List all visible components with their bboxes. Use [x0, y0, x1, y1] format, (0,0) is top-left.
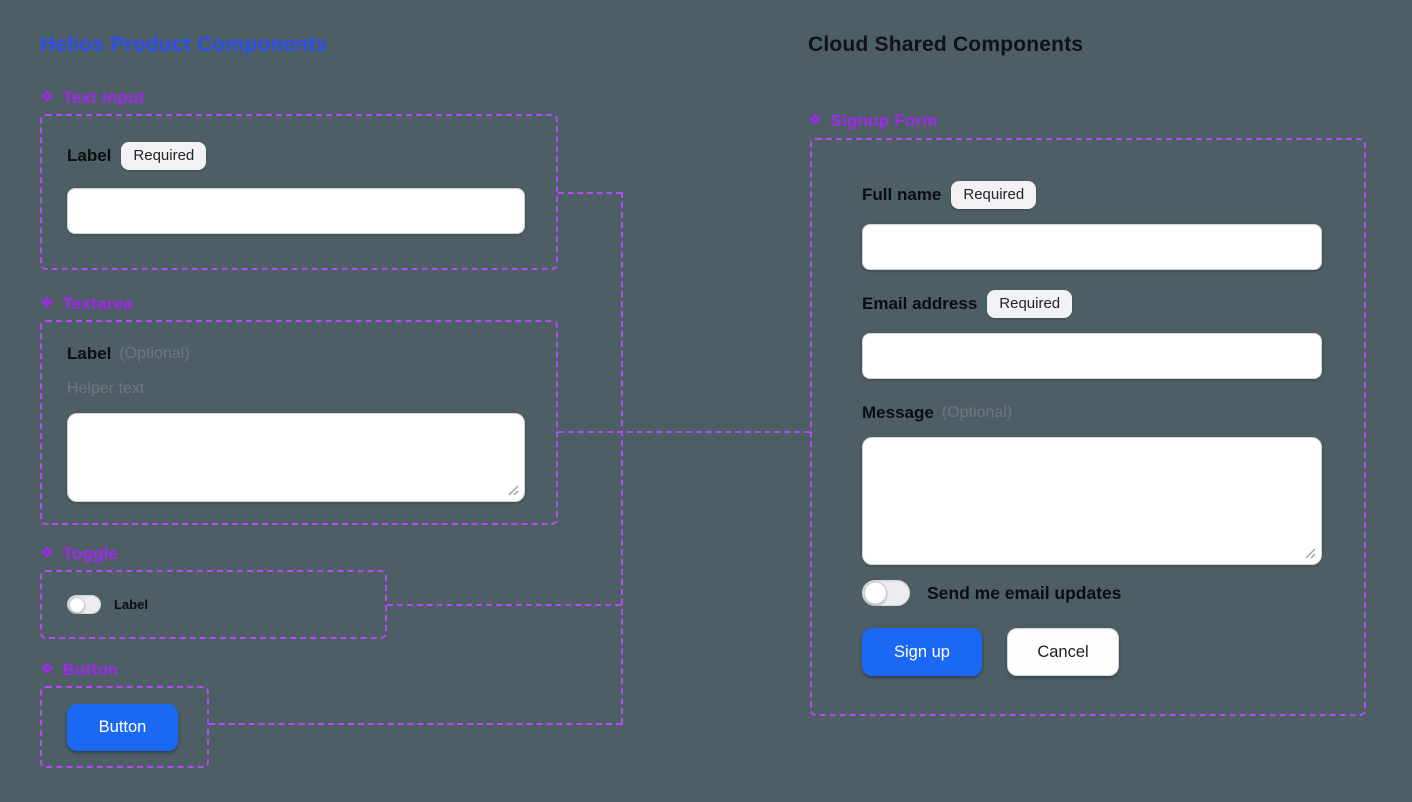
section-header-button: ❖ Button	[40, 660, 119, 680]
full-name-label-row: Full name Required	[862, 181, 1037, 209]
full-name-input[interactable]	[862, 224, 1322, 270]
email-label: Email address	[862, 294, 978, 313]
textarea-helper-text: Helper text	[67, 380, 145, 397]
section-header-toggle-label: Toggle	[62, 544, 119, 563]
text-input-field[interactable]	[67, 188, 525, 234]
component-icon: ❖	[808, 112, 823, 129]
connector-trunk-vertical	[621, 192, 623, 724]
email-label-row: Email address Required	[862, 290, 1073, 318]
textarea-field[interactable]	[67, 413, 525, 502]
section-header-signup-form-label: Signup Form	[830, 111, 938, 130]
connector-button-stub	[209, 723, 622, 725]
message-label: Message	[862, 403, 934, 422]
text-input-label-row: Label Required	[67, 142, 207, 170]
sign-up-button[interactable]: Sign up	[862, 628, 982, 676]
toggle-knob	[864, 581, 887, 605]
textarea-label: Label	[67, 344, 112, 363]
required-badge: Required	[987, 290, 1073, 318]
message-label-row: Message (Optional)	[862, 403, 1012, 423]
section-header-text-input: ❖ Text Input	[40, 88, 145, 108]
optional-hint: (Optional)	[941, 404, 1013, 421]
message-field-wrap	[862, 437, 1322, 565]
text-input-component-frame	[40, 114, 558, 270]
email-input[interactable]	[862, 333, 1322, 379]
component-icon: ❖	[40, 661, 55, 678]
section-header-button-label: Button	[62, 660, 119, 679]
message-textarea[interactable]	[862, 437, 1322, 565]
textarea-label-row: Label (Optional)	[67, 344, 190, 364]
email-updates-label: Send me email updates	[927, 582, 1122, 603]
connector-toggle-stub	[387, 604, 621, 606]
left-panel-title: Helios Product Components	[40, 33, 328, 56]
toggle-component-frame	[40, 570, 387, 639]
section-header-text-input-label: Text Input	[62, 88, 145, 107]
button-component-frame	[40, 686, 209, 768]
component-icon: ❖	[40, 545, 55, 562]
section-header-textarea: ❖ Textarea	[40, 294, 133, 314]
text-input-label: Label	[67, 146, 112, 165]
section-header-toggle: ❖ Toggle	[40, 544, 118, 564]
resize-handle-icon[interactable]	[1305, 548, 1316, 559]
signup-form-frame	[810, 138, 1366, 716]
component-icon: ❖	[40, 89, 55, 106]
cancel-button[interactable]: Cancel	[1007, 628, 1119, 676]
resize-handle-icon[interactable]	[508, 485, 519, 496]
component-icon: ❖	[40, 295, 55, 312]
full-name-label: Full name	[862, 185, 942, 204]
right-panel-title: Cloud Shared Components	[808, 33, 1084, 56]
required-badge: Required	[951, 181, 1037, 209]
connector-text-input-stub	[558, 192, 622, 194]
section-header-textarea-label: Textarea	[62, 294, 133, 313]
required-badge: Required	[121, 142, 207, 170]
email-updates-row: Send me email updates	[862, 580, 1122, 606]
textarea-field-wrap	[67, 413, 525, 502]
optional-hint: (Optional)	[119, 345, 190, 362]
textarea-component-frame	[40, 320, 558, 525]
email-updates-toggle[interactable]	[862, 580, 910, 606]
connector-textarea-to-form	[558, 431, 810, 433]
section-header-signup-form: ❖ Signup Form	[808, 111, 938, 131]
toggle-row: Label	[67, 595, 148, 614]
toggle-knob	[69, 596, 85, 613]
sample-button[interactable]: Button	[67, 704, 178, 751]
toggle-switch[interactable]	[67, 595, 101, 614]
toggle-label: Label	[114, 597, 148, 612]
